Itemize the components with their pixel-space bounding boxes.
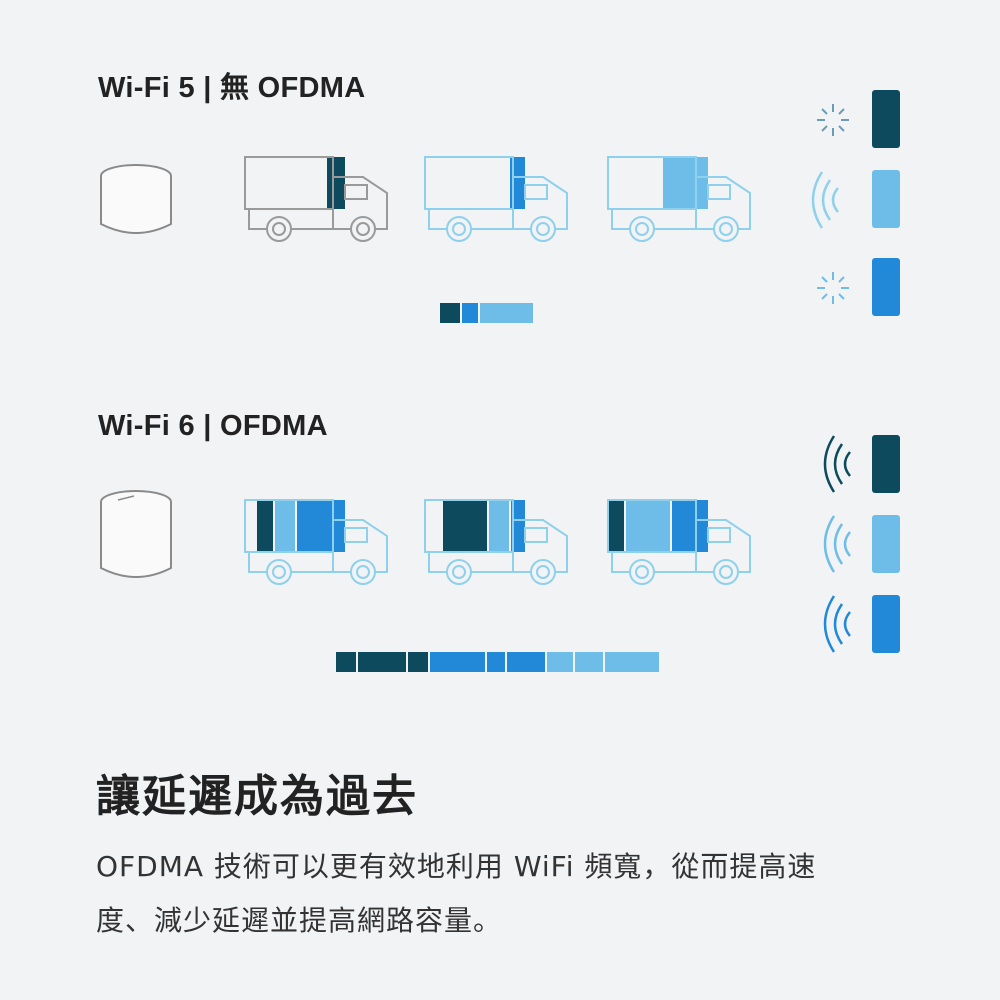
wifi6-signal-waves-icon-2 bbox=[823, 515, 851, 573]
wifi5-title: Wi-Fi 5 | 無 OFDMA bbox=[98, 72, 366, 104]
wifi5-router-icon bbox=[100, 164, 172, 234]
wifi5-signal-waves-icon bbox=[811, 171, 839, 229]
wifi6-truck-2-icon bbox=[424, 499, 568, 585]
wifi5-phone-1-icon bbox=[872, 90, 900, 148]
ofdma-diagram bbox=[100, 90, 900, 672]
wifi6-signal-waves-icon-1 bbox=[823, 435, 851, 493]
wifi6-phone-2-icon bbox=[872, 515, 900, 573]
wifi5-truck-3-icon bbox=[607, 156, 751, 242]
headline: 讓延遲成為過去 bbox=[96, 771, 418, 822]
wifi5-phone-2-icon bbox=[872, 170, 900, 228]
wifi5-truck-1-icon bbox=[244, 156, 388, 242]
wifi6-phone-1-icon bbox=[872, 435, 900, 493]
wifi6-router-icon bbox=[100, 490, 172, 578]
wifi6-truck-3-icon bbox=[607, 499, 751, 585]
wifi6-truck-1-icon bbox=[244, 499, 388, 585]
wifi5-phone-3-icon bbox=[872, 258, 900, 316]
wifi6-title: Wi-Fi 6 | OFDMA bbox=[98, 410, 328, 442]
description-line-2: 度、減少延遲並提高網路容量。 bbox=[96, 904, 503, 937]
wifi6-data-bar bbox=[336, 652, 659, 672]
wifi5-no-signal-icon-1 bbox=[817, 104, 849, 136]
wifi5-truck-2-icon bbox=[424, 156, 568, 242]
wifi6-phone-3-icon bbox=[872, 595, 900, 653]
wifi5-data-bar bbox=[440, 303, 533, 323]
description-line-1: OFDMA 技術可以更有效地利用 WiFi 頻寬，從而提高速 bbox=[96, 850, 817, 883]
wifi5-no-signal-icon-2 bbox=[817, 272, 849, 304]
description: OFDMA 技術可以更有效地利用 WiFi 頻寬，從而提高速 度、減少延遲並提高… bbox=[96, 840, 916, 948]
wifi6-signal-waves-icon-3 bbox=[823, 595, 851, 653]
